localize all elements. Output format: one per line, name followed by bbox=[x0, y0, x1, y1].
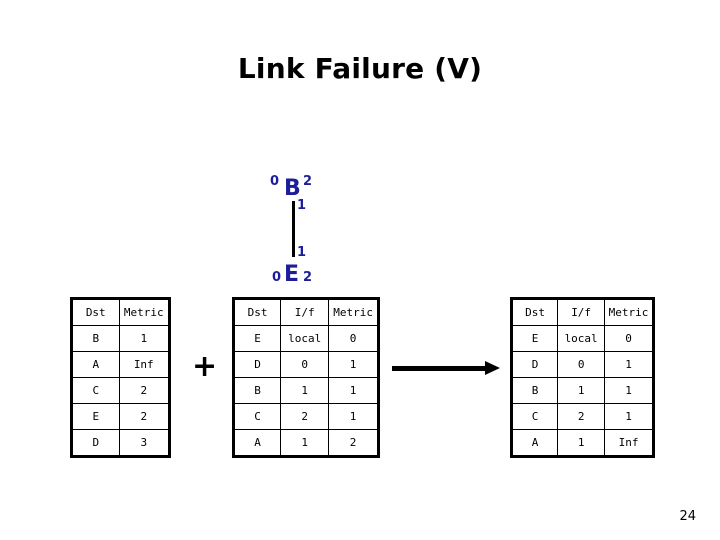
cell-metric: 2 bbox=[118, 403, 171, 430]
cell-metric: 3 bbox=[118, 429, 171, 457]
cell-dst: D bbox=[510, 351, 559, 378]
cell-metric: 1 bbox=[118, 325, 171, 352]
received-distance-vector-table: Dst Metric B 1 A Inf C 2 E 2 D 3 bbox=[70, 297, 171, 458]
cell-metric-infinity: Inf bbox=[604, 429, 654, 457]
cell-metric: 1 bbox=[604, 351, 654, 378]
table-row: B 1 1 bbox=[232, 377, 379, 404]
node-e-port-left: 0 bbox=[272, 270, 282, 285]
page-title: Link Failure (V) bbox=[237, 52, 483, 85]
cell-dst: C bbox=[71, 377, 120, 404]
node-e-port-right: 2 bbox=[303, 270, 313, 285]
table-row: A Inf bbox=[71, 351, 171, 378]
table-row: E local 0 bbox=[510, 325, 654, 352]
column-header-if: I/f bbox=[557, 298, 606, 326]
plus-operator: + bbox=[192, 349, 218, 384]
column-header-dst: Dst bbox=[510, 298, 559, 326]
cell-dst: A bbox=[510, 429, 559, 457]
column-header-dst: Dst bbox=[232, 298, 282, 326]
page-number: 24 bbox=[679, 509, 696, 524]
cell-metric: 0 bbox=[604, 325, 654, 352]
cell-dst: B bbox=[71, 325, 120, 352]
cell-metric: 2 bbox=[118, 377, 171, 404]
cell-if: 1 bbox=[280, 429, 330, 457]
link-b-e bbox=[292, 201, 295, 257]
node-e: E bbox=[284, 262, 300, 287]
cell-if: 0 bbox=[280, 351, 330, 378]
cell-metric: 1 bbox=[604, 403, 654, 430]
updated-routing-table: Dst I/f Metric E local 0 D 0 1 B 1 1 C 2… bbox=[510, 297, 655, 458]
column-header-metric: Metric bbox=[118, 298, 171, 326]
cell-if: local bbox=[557, 325, 606, 352]
cell-if: 2 bbox=[280, 403, 330, 430]
cell-if: 2 bbox=[557, 403, 606, 430]
table-row: C 2 bbox=[71, 377, 171, 404]
cell-metric: 0 bbox=[328, 325, 379, 352]
table-row: A 1 2 bbox=[232, 429, 379, 457]
column-header-metric: Metric bbox=[328, 298, 379, 326]
cell-metric: 1 bbox=[328, 351, 379, 378]
cell-dst: E bbox=[71, 403, 120, 430]
table-row: E local 0 bbox=[232, 325, 379, 352]
arrow-shaft bbox=[392, 366, 488, 371]
cell-if: 1 bbox=[280, 377, 330, 404]
cell-metric: 1 bbox=[604, 377, 654, 404]
cell-if: 1 bbox=[557, 377, 606, 404]
column-header-dst: Dst bbox=[71, 298, 120, 326]
table-row: D 3 bbox=[71, 429, 171, 457]
cell-metric: 2 bbox=[328, 429, 379, 457]
table-header-row: Dst I/f Metric bbox=[510, 298, 654, 326]
cell-metric-infinity: Inf bbox=[118, 351, 171, 378]
cell-dst: E bbox=[510, 325, 559, 352]
table-row: B 1 1 bbox=[510, 377, 654, 404]
table-row: B 1 bbox=[71, 325, 171, 352]
column-header-metric: Metric bbox=[604, 298, 654, 326]
cell-dst: A bbox=[71, 351, 120, 378]
node-e-port-link: 1 bbox=[297, 245, 307, 260]
table-header-row: Dst I/f Metric bbox=[232, 298, 379, 326]
node-b-port-left: 0 bbox=[270, 174, 280, 189]
current-routing-table: Dst I/f Metric E local 0 D 0 1 B 1 1 C 2… bbox=[232, 297, 380, 458]
cell-dst: B bbox=[510, 377, 559, 404]
cell-if: local bbox=[280, 325, 330, 352]
node-b-port-right: 2 bbox=[303, 174, 313, 189]
table-row: A 1 Inf bbox=[510, 429, 654, 457]
arrow-head bbox=[485, 361, 500, 375]
table-row: C 2 1 bbox=[510, 403, 654, 430]
cell-dst: A bbox=[232, 429, 282, 457]
table-row: C 2 1 bbox=[232, 403, 379, 430]
cell-if: 0 bbox=[557, 351, 606, 378]
cell-dst: B bbox=[232, 377, 282, 404]
table-header-row: Dst Metric bbox=[71, 298, 171, 326]
cell-dst: C bbox=[510, 403, 559, 430]
cell-dst: D bbox=[71, 429, 120, 457]
table-row: D 0 1 bbox=[510, 351, 654, 378]
arrow-right-icon bbox=[392, 360, 504, 376]
cell-if: 1 bbox=[557, 429, 606, 457]
cell-dst: E bbox=[232, 325, 282, 352]
column-header-if: I/f bbox=[280, 298, 330, 326]
cell-dst: D bbox=[232, 351, 282, 378]
node-b: B bbox=[284, 176, 301, 201]
cell-metric: 1 bbox=[328, 377, 379, 404]
table-row: D 0 1 bbox=[232, 351, 379, 378]
node-b-port-link: 1 bbox=[297, 198, 307, 213]
table-row: E 2 bbox=[71, 403, 171, 430]
cell-metric: 1 bbox=[328, 403, 379, 430]
network-diagram: 0 B 2 1 1 0 E 2 bbox=[246, 168, 376, 293]
cell-dst: C bbox=[232, 403, 282, 430]
